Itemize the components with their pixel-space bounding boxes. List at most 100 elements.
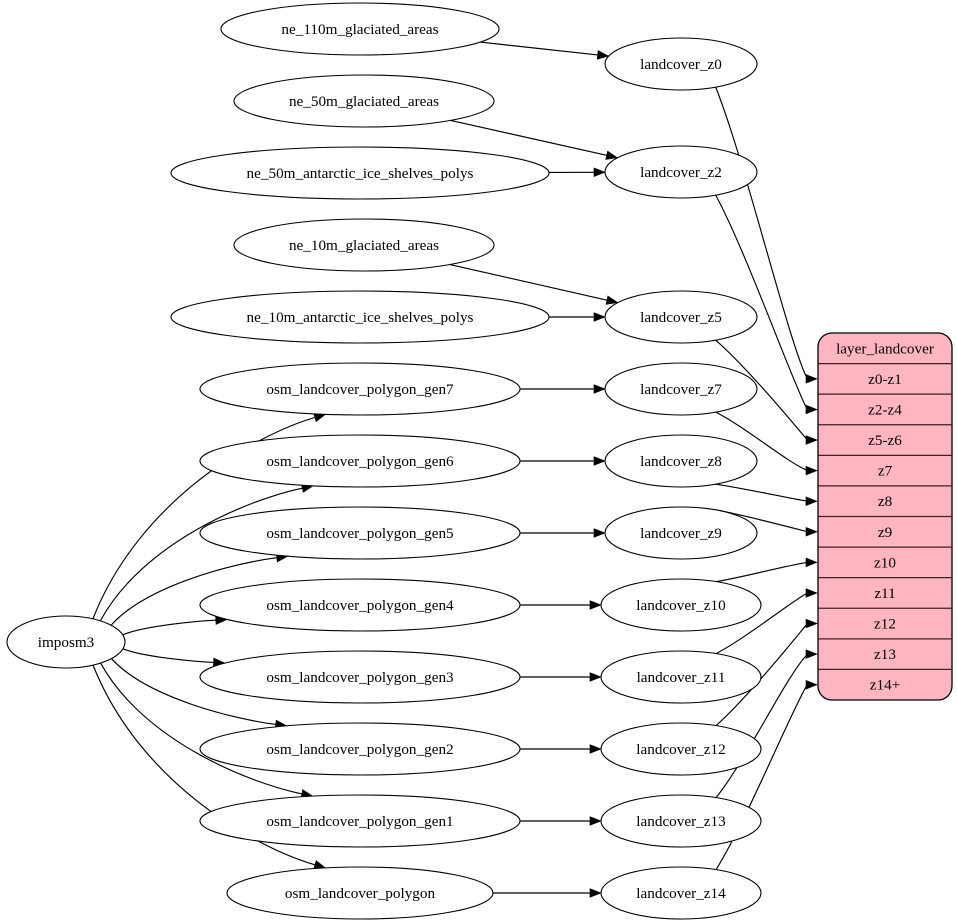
record-row-label[interactable]: z11 xyxy=(874,585,895,602)
edge-imposm3-to-osm_landcover_polygon_gen4 xyxy=(122,619,216,636)
node-landcover_z7-shape[interactable] xyxy=(604,362,758,416)
edge-imposm3-to-osm_landcover_polygon_gen1 xyxy=(100,662,302,795)
arrowhead-ne_10m_glaciated_areas-to-landcover_z5 xyxy=(605,295,619,305)
node-ne_50m_glaciated_areas[interactable]: ne_50m_glaciated_areas xyxy=(233,74,495,128)
node-ne_50m_antarctic_ice_shelves_polys-shape[interactable] xyxy=(170,146,550,200)
edge-landcover_z11-to-record-z11 xyxy=(715,593,807,655)
node-osm_landcover_polygon_gen6-shape[interactable] xyxy=(199,434,521,488)
arrowhead-landcover_z5-to-record xyxy=(805,435,818,445)
record-row-label[interactable]: z12 xyxy=(874,616,896,633)
node-osm_landcover_polygon[interactable]: osm_landcover_polygon xyxy=(226,866,494,920)
node-landcover_z0-shape[interactable] xyxy=(604,37,758,91)
node-ne_10m_antarctic_ice_shelves_polys[interactable]: ne_10m_antarctic_ice_shelves_polys xyxy=(170,290,550,344)
arrowhead-ne_10m_antarctic_ice_shelves_polys-to-landcover_z5 xyxy=(593,312,606,322)
node-landcover_z0[interactable]: landcover_z0 xyxy=(604,37,758,91)
node-landcover_z2-shape[interactable] xyxy=(604,145,758,199)
arrowhead-osm_landcover_polygon_gen5-to-landcover_z9 xyxy=(593,528,606,538)
record-row-label[interactable]: z9 xyxy=(878,524,892,541)
edge-landcover_z2-to-record-z2-z4 xyxy=(715,194,807,408)
node-landcover_z8[interactable]: landcover_z8 xyxy=(604,434,758,488)
node-osm_landcover_polygon_gen3[interactable]: osm_landcover_polygon_gen3 xyxy=(199,650,521,704)
arrowhead-landcover_z10-to-record xyxy=(805,557,818,568)
record-row-label[interactable]: z7 xyxy=(878,463,893,480)
node-osm_landcover_polygon_gen4[interactable]: osm_landcover_polygon_gen4 xyxy=(199,578,521,632)
node-osm_landcover_polygon_gen4-shape[interactable] xyxy=(199,578,521,632)
node-landcover_z13[interactable]: landcover_z13 xyxy=(600,794,762,848)
edge-imposm3-to-osm_landcover_polygon_gen2 xyxy=(111,658,276,725)
arrowhead-landcover_z2-to-record xyxy=(805,404,818,415)
record-row-label[interactable]: z5-z6 xyxy=(868,432,902,449)
node-landcover_z5[interactable]: landcover_z5 xyxy=(604,290,758,344)
edge-imposm3-to-osm_landcover_polygon xyxy=(92,664,316,866)
arrowhead-osm_landcover_polygon_gen2-to-landcover_z12 xyxy=(589,744,602,754)
node-landcover_z11[interactable]: landcover_z11 xyxy=(600,650,762,704)
node-osm_landcover_polygon_gen1-shape[interactable] xyxy=(199,794,521,848)
node-osm_landcover_polygon-shape[interactable] xyxy=(226,866,494,920)
node-osm_landcover_polygon_gen2[interactable]: osm_landcover_polygon_gen2 xyxy=(199,722,521,776)
node-landcover_z2[interactable]: landcover_z2 xyxy=(604,145,758,199)
arrowhead-ne_110m_glaciated_areas-to-landcover_z0 xyxy=(596,50,610,60)
record-row-label[interactable]: z2-z4 xyxy=(868,401,902,418)
node-osm_landcover_polygon_gen3-label: osm_landcover_polygon_gen3 xyxy=(266,669,453,686)
node-osm_landcover_polygon_gen7[interactable]: osm_landcover_polygon_gen7 xyxy=(199,362,521,416)
edge-ne_110m_glaciated_areas-to-landcover_z0 xyxy=(480,41,598,56)
edge-imposm3-to-osm_landcover_polygon_gen3 xyxy=(122,648,214,663)
arrowhead-osm_landcover_polygon_gen7-to-landcover_z7 xyxy=(593,384,606,394)
node-ne_50m_antarctic_ice_shelves_polys[interactable]: ne_50m_antarctic_ice_shelves_polys xyxy=(170,146,550,200)
record-row-label[interactable]: z13 xyxy=(874,646,896,663)
node-landcover_z14[interactable]: landcover_z14 xyxy=(600,866,762,920)
node-landcover_z12[interactable]: landcover_z12 xyxy=(600,722,762,776)
node-ne_10m_antarctic_ice_shelves_polys-shape[interactable] xyxy=(170,290,550,344)
record-row-label[interactable]: z8 xyxy=(878,493,893,510)
node-osm_landcover_polygon_gen7-shape[interactable] xyxy=(199,362,521,416)
edge-landcover_z8-to-record-z8 xyxy=(715,483,807,502)
node-landcover_z5-shape[interactable] xyxy=(604,290,758,344)
node-osm_landcover_polygon_gen5[interactable]: osm_landcover_polygon_gen5 xyxy=(199,506,521,560)
arrowhead-osm_landcover_polygon_gen3-to-landcover_z11 xyxy=(589,672,602,682)
edge-imposm3-to-osm_landcover_polygon_gen6 xyxy=(99,487,303,622)
node-ne_110m_glaciated_areas-shape[interactable] xyxy=(220,2,500,56)
node-landcover_z8-shape[interactable] xyxy=(604,434,758,488)
edge-imposm3-to-osm_landcover_polygon_gen5 xyxy=(110,557,277,626)
edge-ne_50m_glaciated_areas-to-landcover_z2 xyxy=(450,119,607,156)
node-imposm3-shape[interactable] xyxy=(6,615,126,669)
node-osm_landcover_polygon_gen2-shape[interactable] xyxy=(199,722,521,776)
node-osm_landcover_polygon_gen1[interactable]: osm_landcover_polygon_gen1 xyxy=(199,794,521,848)
edge-landcover_z5-to-record-z5-z6 xyxy=(715,339,807,439)
node-landcover_z13-shape[interactable] xyxy=(600,794,762,848)
node-osm_landcover_polygon_gen5-shape[interactable] xyxy=(199,506,521,560)
arrowhead-landcover_z13-to-record xyxy=(805,649,818,659)
node-osm_landcover_polygon_gen1-label: osm_landcover_polygon_gen1 xyxy=(266,813,453,830)
node-osm_landcover_polygon_gen5-label: osm_landcover_polygon_gen5 xyxy=(266,525,453,542)
record-row-label[interactable]: z14+ xyxy=(870,677,901,694)
record-row-label[interactable]: z10 xyxy=(874,554,896,571)
node-landcover_z13-label: landcover_z13 xyxy=(636,813,725,830)
node-ne_50m_glaciated_areas-label: ne_50m_glaciated_areas xyxy=(289,93,439,110)
node-landcover_z10[interactable]: landcover_z10 xyxy=(600,578,762,632)
node-ne_50m_glaciated_areas-shape[interactable] xyxy=(233,74,495,128)
node-osm_landcover_polygon_gen3-shape[interactable] xyxy=(199,650,521,704)
node-landcover_z10-label: landcover_z10 xyxy=(636,597,726,614)
edge-landcover_z14-to-record-z14+ xyxy=(715,686,807,870)
node-landcover_z2-label: landcover_z2 xyxy=(640,164,722,181)
record-node-layer-landcover[interactable]: layer_landcoverz0-z1z2-z4z5-z6z7z8z9z10z… xyxy=(817,332,953,701)
node-landcover_z9[interactable]: landcover_z9 xyxy=(604,506,758,560)
arrowhead-landcover_z12-to-record xyxy=(805,618,818,629)
node-landcover_z7[interactable]: landcover_z7 xyxy=(604,362,758,416)
node-landcover_z11-shape[interactable] xyxy=(600,650,762,704)
node-landcover_z10-shape[interactable] xyxy=(600,578,762,632)
node-imposm3[interactable]: imposm3 xyxy=(6,615,126,669)
node-osm_landcover_polygon_gen6[interactable]: osm_landcover_polygon_gen6 xyxy=(199,434,521,488)
node-landcover_z12-shape[interactable] xyxy=(600,722,762,776)
node-landcover_z14-shape[interactable] xyxy=(600,866,762,920)
node-landcover_z8-label: landcover_z8 xyxy=(640,453,722,470)
node-ne_10m_glaciated_areas-shape[interactable] xyxy=(233,218,495,272)
node-landcover_z9-shape[interactable] xyxy=(604,506,758,560)
node-ne_110m_glaciated_areas[interactable]: ne_110m_glaciated_areas xyxy=(220,2,500,56)
node-ne_50m_antarctic_ice_shelves_polys-label: ne_50m_antarctic_ice_shelves_polys xyxy=(247,165,474,182)
node-ne_10m_glaciated_areas[interactable]: ne_10m_glaciated_areas xyxy=(233,218,495,272)
node-osm_landcover_polygon-label: osm_landcover_polygon xyxy=(285,885,436,902)
record-row-label[interactable]: z0-z1 xyxy=(868,371,902,388)
